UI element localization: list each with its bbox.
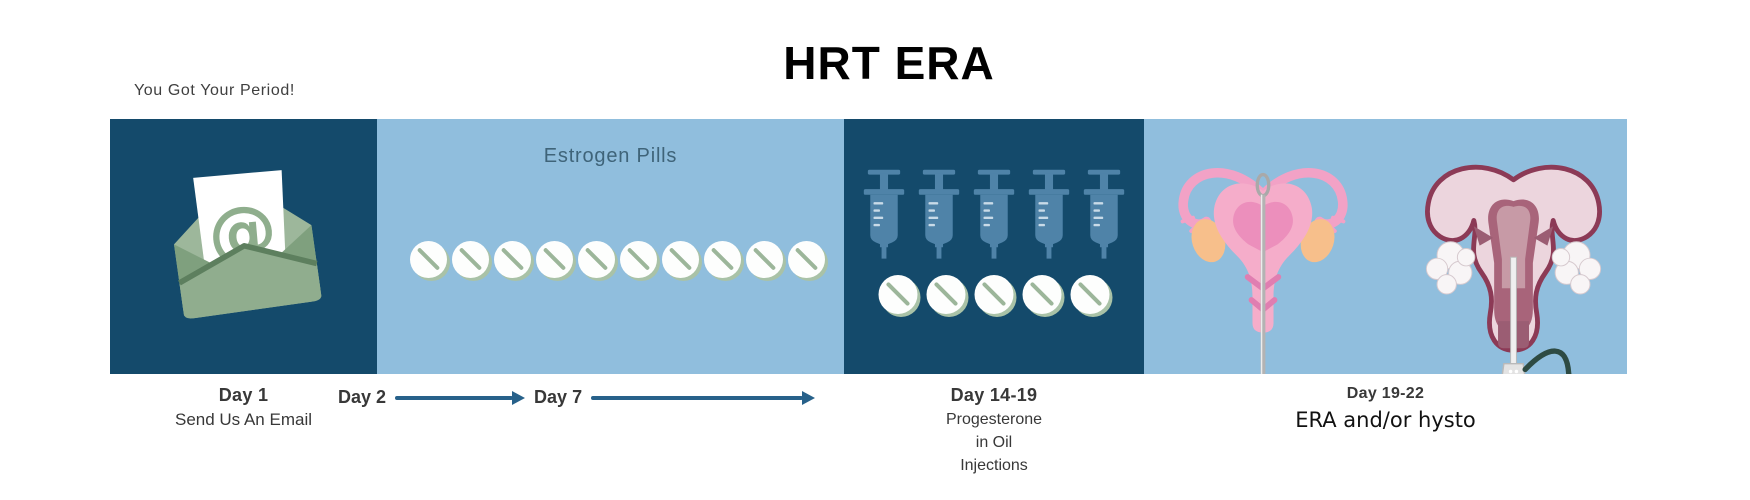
day7-label: Day 7	[534, 387, 583, 407]
day1-label: Day 1	[218, 385, 269, 405]
pill-icon	[788, 241, 825, 278]
uterus-catheter-icon	[1178, 168, 1348, 374]
pill-icon	[1022, 275, 1062, 314]
syringe-icon	[863, 169, 905, 259]
syringe-icon	[1083, 169, 1125, 259]
pill-icon	[704, 241, 741, 278]
pill-icon	[974, 275, 1014, 314]
syringe-row	[863, 167, 1125, 263]
pill-icon	[620, 241, 657, 278]
segment-email: @	[110, 119, 377, 374]
email-envelope-icon: @	[173, 170, 321, 319]
page-title: HRT ERA	[783, 37, 995, 89]
syringe-icon	[1028, 169, 1070, 259]
syringe-icon	[918, 169, 960, 259]
timeline-band: @ Estrogen Pills	[110, 119, 1627, 374]
pill-icon	[878, 275, 918, 314]
day1-caption: Send Us An Email	[174, 410, 312, 429]
uterus-hysteroscopy-icon	[1425, 164, 1602, 374]
caption-day14-19: Day 14-19 Progesterone in Oil Injections	[844, 385, 1144, 475]
pill-icon	[746, 241, 783, 278]
pill-icon	[410, 241, 447, 278]
pill-icon	[452, 241, 489, 278]
pill-icon	[1070, 275, 1110, 314]
segment-progesterone	[844, 119, 1144, 374]
progesterone-caption-line3: Injections	[960, 457, 1028, 474]
pill-icon	[926, 275, 966, 314]
syringe-icon	[973, 169, 1015, 259]
day14-19-label: Day 14-19	[950, 385, 1038, 405]
progesterone-caption-line2: in Oil	[975, 434, 1013, 451]
pill-icon	[494, 241, 531, 278]
estrogen-pill-row	[410, 241, 825, 278]
period-intro-label: You Got Your Period!	[134, 82, 295, 99]
progesterone-caption-line1: Progesterone	[945, 411, 1043, 428]
era-caption: ERA and/or hysto	[1295, 408, 1476, 432]
estrogen-range-row: Day 2 Day 7	[338, 387, 816, 408]
day19-22-label: Day 19-22	[1346, 385, 1425, 402]
pill-icon	[662, 241, 699, 278]
day2-label: Day 2	[338, 387, 387, 407]
segment-estrogen: Estrogen Pills	[377, 119, 844, 374]
segment-era	[1144, 119, 1627, 374]
pill-icon	[536, 241, 573, 278]
right-arrow-icon	[591, 390, 816, 405]
progesterone-pill-row	[878, 275, 1110, 314]
caption-day19-22: Day 19-22 ERA and/or hysto	[1144, 385, 1627, 432]
estrogen-heading: Estrogen Pills	[543, 145, 678, 167]
right-arrow-icon	[395, 390, 526, 405]
pill-icon	[578, 241, 615, 278]
caption-day1: Day 1 Send Us An Email	[110, 385, 377, 430]
